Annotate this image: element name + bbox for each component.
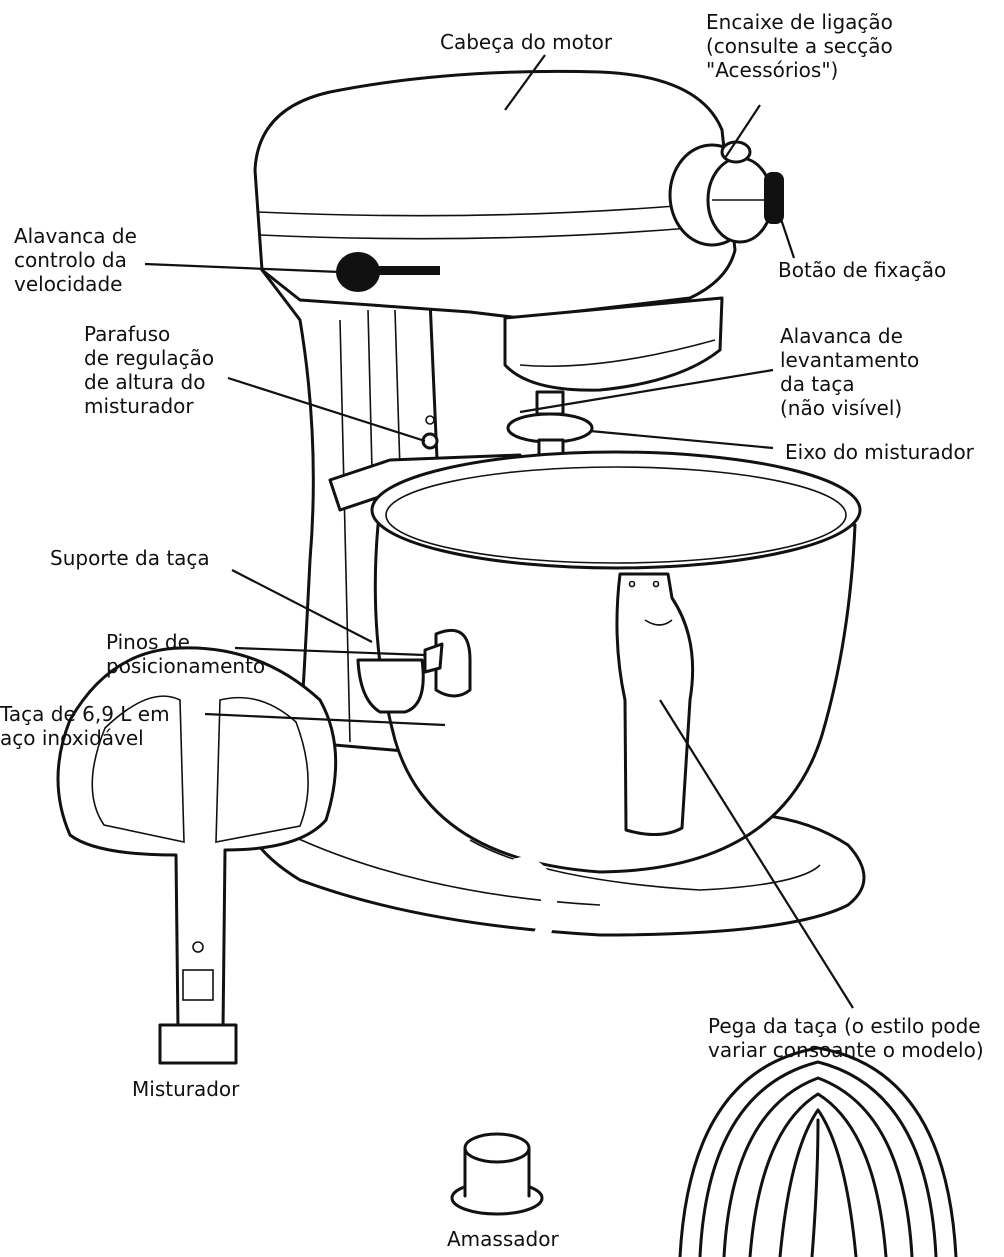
label-bowl: Taça de 6,9 L em aço inoxidável [0,702,170,750]
label-bowl-handle: Pega da taça (o estilo pode variar conso… [708,1014,984,1062]
motor-head [253,69,737,392]
label-locating-pins: Pinos de posicionamento [106,630,266,678]
label-attachment-hub: Encaixe de ligação (consulte a secção "A… [706,10,893,82]
attachment-hub-drawing [668,140,784,247]
dough-hook-drawing [450,857,558,1216]
label-hub-knob: Botão de fixação [778,258,947,282]
wire-whip-drawing [678,1046,958,1257]
flat-beater-drawing [56,646,338,1065]
label-bowl-lift-lever: Alavanca de levantamento da taça (não vi… [780,324,920,420]
locating-pin-drawing [356,628,472,714]
label-flat-beater: Misturador [132,1077,240,1101]
speed-lever-drawing [336,252,440,292]
label-beater-shaft: Eixo do misturador [785,440,974,464]
label-bowl-support: Suporte da taça [50,546,210,570]
label-motor-head: Cabeça do motor [440,30,613,54]
bowl-drawing [370,450,862,874]
label-dough-hook: Amassador [447,1227,559,1251]
label-height-screw: Parafuso de regulação de altura do mistu… [84,322,215,418]
label-speed-lever: Alavanca de controlo da velocidade [14,224,137,296]
leader-lines [144,54,854,1009]
